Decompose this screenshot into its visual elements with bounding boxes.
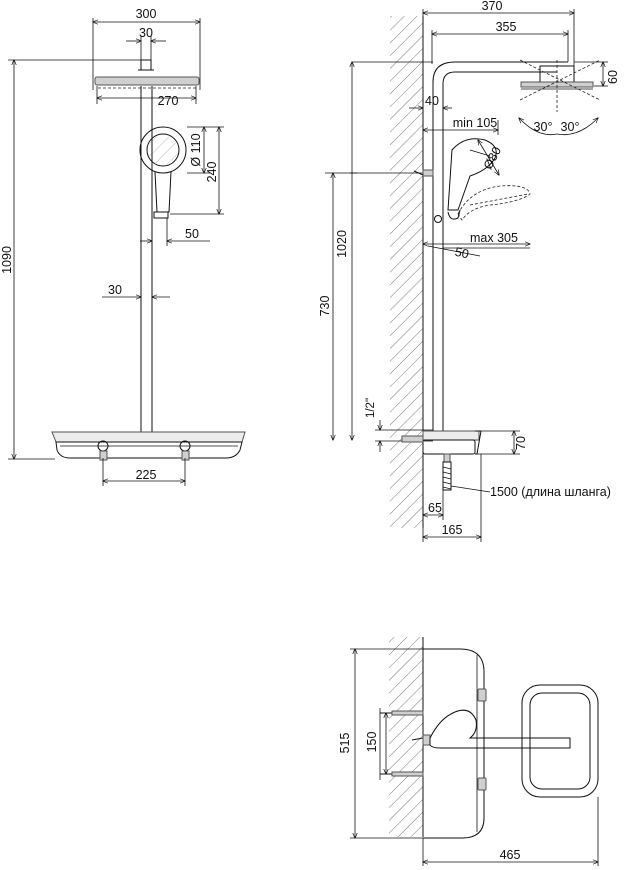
wall-hatch [390, 16, 423, 528]
wall-hatch-top [389, 637, 423, 837]
hand-shower-tilted-outline [457, 185, 531, 221]
dim-label-height-1020: 1020 [335, 230, 349, 258]
dim-label-rail-top-30: 30 [139, 26, 153, 40]
front-view: 300 30 270 Ø 110 240 [0, 7, 246, 486]
dim-label-offset-40: 40 [425, 94, 439, 108]
dim-label-projection-370: 370 [482, 0, 503, 13]
dim-label-head-270: 270 [158, 94, 179, 108]
dim-label-height-515: 515 [338, 733, 352, 754]
dim-label-max-305: max 305 [470, 231, 518, 245]
spout-top [429, 709, 571, 749]
dim-label-handshower-240: 240 [205, 162, 219, 183]
shelf-side [401, 430, 482, 455]
dim-label-diameter-80: Ø80 [481, 144, 504, 171]
dim-label-angle-left: 30° [534, 120, 553, 134]
dim-label-height-730: 730 [318, 296, 332, 317]
hand-shower [139, 126, 187, 219]
dim-label-holder-50: 50 [185, 227, 199, 241]
dim-label-projection-355: 355 [496, 20, 517, 34]
dim-label-angle-right: 30° [561, 120, 580, 134]
valve-inlet-right [181, 450, 190, 461]
thermostat-body-top [423, 648, 487, 839]
dim-label-rail-30: 30 [108, 283, 122, 297]
head-connector [140, 59, 152, 71]
hose-length-note: 1500 (длина шланга) [490, 485, 611, 499]
dim-label-depth-165: 165 [442, 523, 463, 537]
valve-inlet-left [99, 450, 108, 461]
hose [442, 461, 452, 491]
dim-label-min-105: min 105 [453, 116, 498, 130]
hose-connector [443, 453, 451, 463]
overhead-head-side [519, 59, 601, 112]
dim-label-angle-50: 50 [454, 245, 471, 262]
side-view: 370 355 60 30° 30° 40 [318, 0, 620, 542]
dim-label-handshower-diameter: Ø 110 [189, 133, 203, 166]
shelf-top [521, 684, 599, 798]
top-view: 150 515 465 [338, 637, 598, 866]
dim-label-width-300: 300 [136, 7, 157, 21]
thermostat-shelf [51, 431, 246, 461]
dim-label-height-1090: 1090 [0, 246, 14, 274]
dim-label-inlet-150: 150 [365, 732, 379, 753]
dim-label-thread: 1/2" [365, 398, 377, 418]
overhead-shower-head [94, 76, 200, 86]
dim-label-width-465: 465 [500, 848, 521, 862]
dim-label-valve-225: 225 [136, 468, 157, 482]
dim-label-head-60: 60 [606, 70, 620, 84]
holder-knob [434, 215, 442, 223]
dim-label-bottom-65: 65 [428, 501, 442, 515]
dim-label-shelf-70: 70 [514, 436, 528, 450]
